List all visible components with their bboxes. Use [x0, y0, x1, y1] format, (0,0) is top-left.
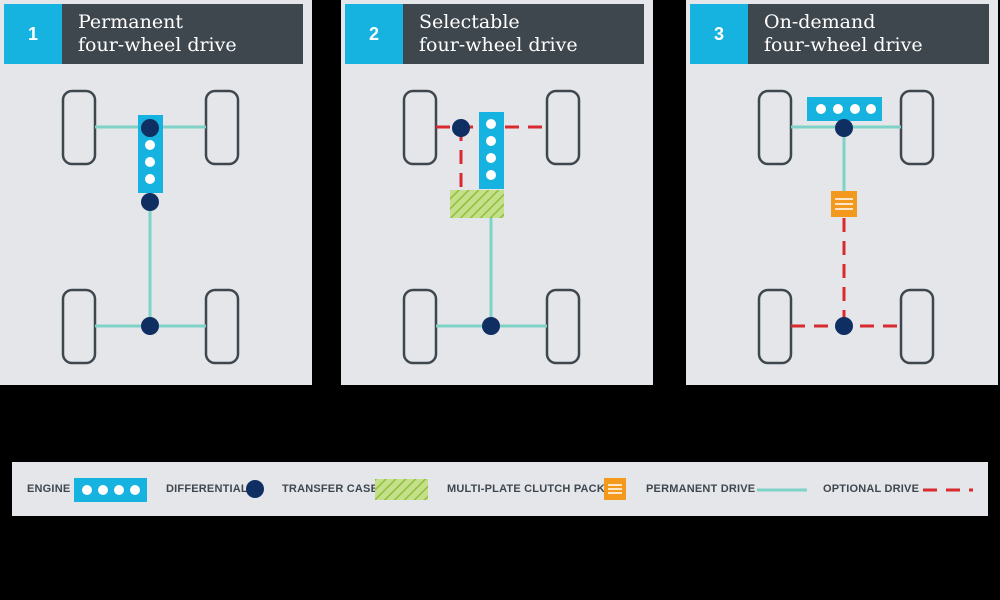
multi-plate-clutch-pack — [831, 191, 857, 217]
legend-transfer-case-label: TRANSFER CASE — [282, 483, 379, 495]
legend-clutch-pack-label: MULTI-PLATE CLUTCH PACK — [447, 483, 605, 495]
differential-front — [141, 119, 159, 137]
legend-clutch-pack: MULTI-PLATE CLUTCH PACK — [447, 462, 605, 516]
wheel-rear-left — [402, 288, 438, 365]
drivetrain-diagram-permanent — [61, 89, 240, 365]
differential-front — [835, 119, 853, 137]
legend-engine: ENGINE — [27, 462, 70, 516]
transfer-case — [450, 190, 504, 218]
wheel-rear-left — [757, 288, 793, 365]
wheel-front-right — [899, 89, 935, 166]
drivetrain-diagram-on-demand — [757, 89, 935, 365]
panel-number: 1 — [4, 4, 62, 64]
panel-header: 1 Permanent four-wheel drive — [4, 4, 303, 64]
differential-rear — [835, 317, 853, 335]
panel-header: 2 Selectable four-wheel drive — [345, 4, 644, 64]
legend-optional-drive-label: OPTIONAL DRIVE — [823, 483, 920, 495]
panel-title: On-demand four-wheel drive — [748, 4, 989, 64]
engine-block — [807, 97, 882, 121]
permanent-drive-line-icon — [757, 488, 807, 492]
panel-permanent-4wd: 1 Permanent four-wheel drive — [0, 0, 312, 385]
legend-differential: DIFFERENTIAL — [166, 462, 248, 516]
legend-permanent-drive-label: PERMANENT DRIVE — [646, 483, 756, 495]
panel-number: 2 — [345, 4, 403, 64]
differential-rear — [141, 317, 159, 335]
wheel-front-left — [402, 89, 438, 166]
legend: ENGINE DIFFERENTIAL TRANSFER CASE MULTI-… — [12, 462, 988, 516]
differential-center — [141, 193, 159, 211]
optional-drive-line-icon — [923, 488, 973, 492]
clutch-pack-icon — [604, 478, 626, 500]
panel-title: Selectable four-wheel drive — [403, 4, 644, 64]
wheel-rear-left — [61, 288, 97, 365]
engine-icon — [74, 478, 147, 502]
legend-optional-drive: OPTIONAL DRIVE — [823, 462, 919, 516]
panel-selectable-4wd: 2 Selectable four-wheel drive — [341, 0, 653, 385]
legend-differential-label: DIFFERENTIAL — [166, 483, 248, 495]
differential-rear — [482, 317, 500, 335]
wheel-rear-right — [545, 288, 581, 365]
engine-block — [479, 112, 504, 189]
drivetrain-diagram-selectable — [402, 89, 581, 365]
legend-permanent-drive: PERMANENT DRIVE — [646, 462, 755, 516]
panel-number: 3 — [690, 4, 748, 64]
wheel-front-left — [61, 89, 97, 166]
legend-engine-label: ENGINE — [27, 483, 71, 495]
wheel-front-right — [545, 89, 581, 166]
panel-on-demand-4wd: 3 On-demand four-wheel drive — [686, 0, 998, 385]
panel-header: 3 On-demand four-wheel drive — [690, 4, 989, 64]
wheel-rear-right — [899, 288, 935, 365]
panel-title: Permanent four-wheel drive — [62, 4, 303, 64]
transfer-case-icon — [375, 479, 428, 500]
differential-front — [452, 119, 470, 137]
wheel-rear-right — [204, 288, 240, 365]
legend-transfer-case: TRANSFER CASE — [282, 462, 378, 516]
wheel-front-right — [204, 89, 240, 166]
differential-icon — [246, 480, 264, 498]
wheel-front-left — [757, 89, 793, 166]
